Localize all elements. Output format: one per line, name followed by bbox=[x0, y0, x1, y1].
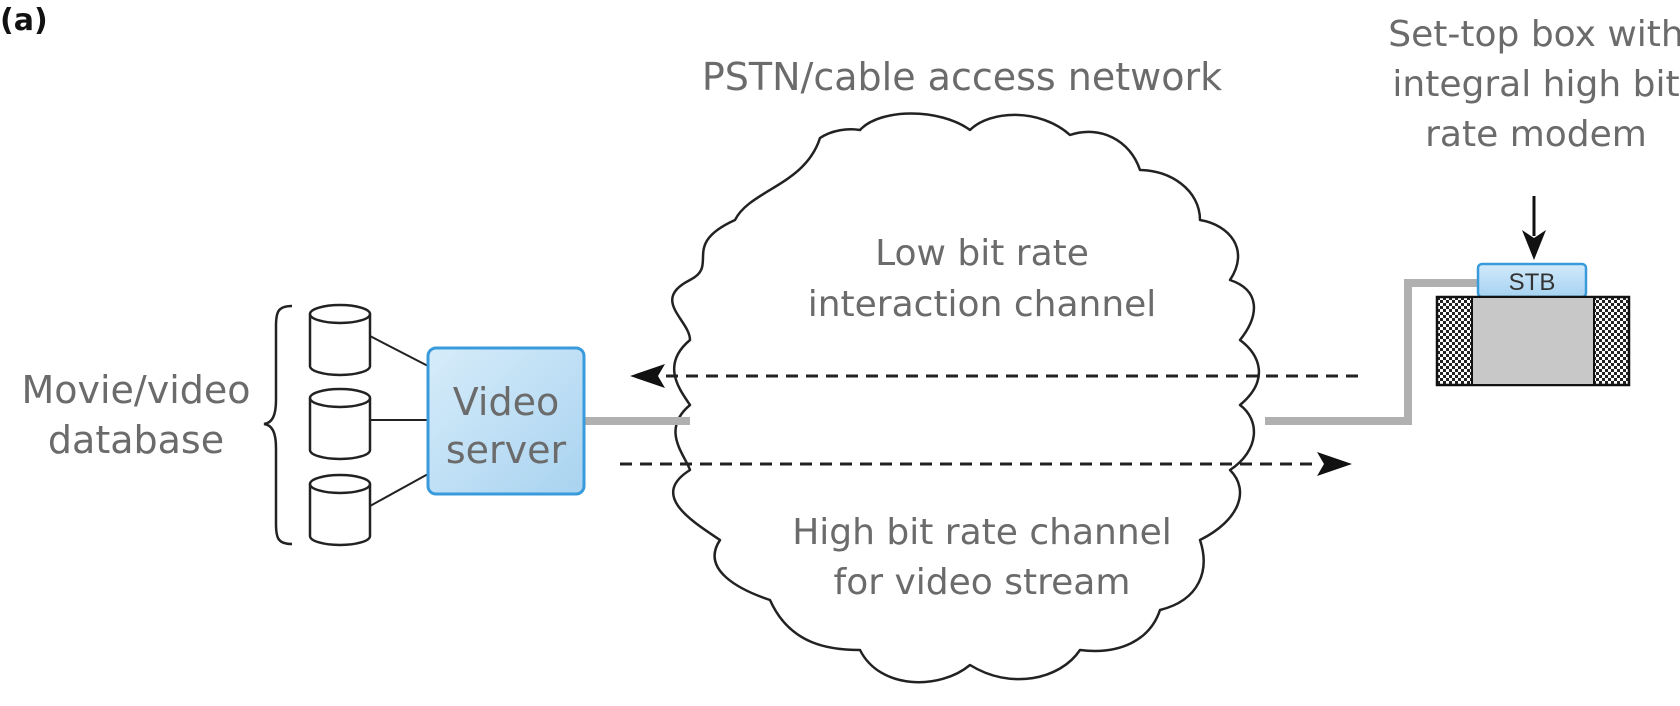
stb-link-line bbox=[1265, 279, 1480, 425]
disk-1 bbox=[308, 303, 372, 377]
low-channel-label-2: interaction channel bbox=[808, 284, 1157, 325]
disk-1-connector bbox=[369, 335, 429, 367]
video-server-label-1: Video bbox=[453, 380, 559, 424]
stb-caption-3: rate modem bbox=[1425, 114, 1647, 155]
database-label-2: database bbox=[48, 418, 224, 462]
network-title: PSTN/cable access network bbox=[702, 55, 1222, 99]
low-channel-label-1: Low bit rate bbox=[875, 233, 1089, 274]
video-stream-arrowhead bbox=[1317, 452, 1352, 476]
disk-3-connector bbox=[369, 473, 429, 507]
video-server-box bbox=[426, 346, 586, 496]
stb-caption-arrowhead bbox=[1522, 230, 1546, 260]
high-channel-label-2: for video stream bbox=[834, 562, 1131, 603]
database-label-1: Movie/video bbox=[21, 368, 250, 412]
disk-2 bbox=[308, 387, 372, 461]
interaction-arrowhead bbox=[630, 364, 665, 388]
disk-3 bbox=[308, 473, 372, 547]
stb-caption-1: Set-top box with bbox=[1388, 14, 1680, 55]
database-brace bbox=[263, 304, 293, 546]
high-channel-label-1: High bit rate channel bbox=[792, 512, 1172, 553]
stb-caption-2: integral high bit bbox=[1392, 64, 1679, 105]
panel-label: (a) bbox=[0, 3, 48, 38]
stb-label: STB bbox=[1509, 269, 1556, 296]
stb-body-panel bbox=[1471, 296, 1595, 386]
video-server-label-2: server bbox=[446, 428, 567, 472]
